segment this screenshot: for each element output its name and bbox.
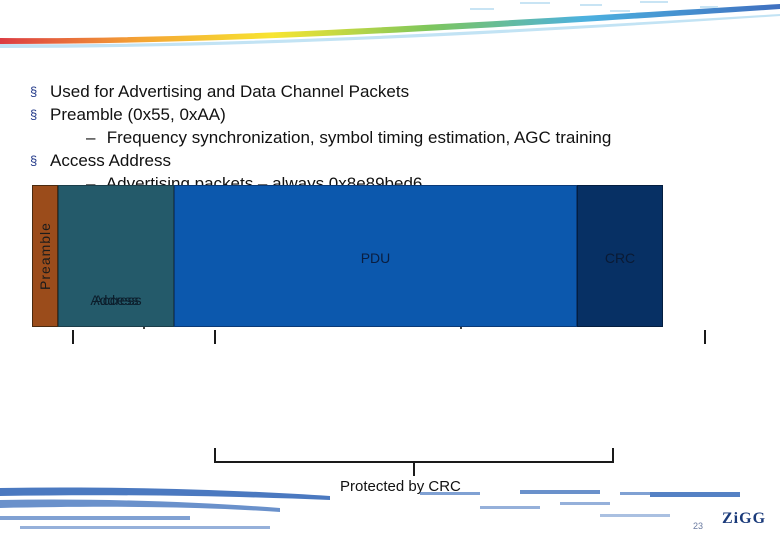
pdu-label: PDU <box>360 250 391 266</box>
bullet-item: § Used for Advertising and Data Channel … <box>30 80 770 103</box>
preamble-field: Preamble <box>32 185 58 327</box>
protected-by-crc-label: Protected by CRC <box>340 478 461 495</box>
company-logo: ZiGG <box>722 510 767 527</box>
sub-bullet-text: Frequency synchronization, symbol timing… <box>106 128 612 147</box>
header-rainbow-band <box>0 1 780 48</box>
sub-bullet-item: – Frequency synchronization, symbol timi… <box>30 126 770 149</box>
pdu-field: PDU <box>174 185 577 327</box>
page-number: 23 <box>693 521 704 531</box>
crc-field: CRC <box>577 185 663 327</box>
crc-label: CRC <box>604 250 636 266</box>
bullet-item: § Access Address <box>30 149 770 172</box>
sub-bullet-dash: – <box>86 174 96 193</box>
crc-coverage-bracket <box>214 448 614 463</box>
bullet-marker: § <box>30 84 38 99</box>
bullet-marker: § <box>30 107 38 122</box>
footer-decoration <box>0 487 740 529</box>
bullet-text: Preamble (0x55, 0xAA) <box>50 105 226 124</box>
access-address-line1: Access <box>93 292 139 308</box>
bullet-text: Access Address <box>50 151 171 170</box>
sub-bullet-dash: – <box>86 128 96 147</box>
bullet-text: Used for Advertising and Data Channel Pa… <box>50 82 410 101</box>
bullet-item: § Preamble (0x55, 0xAA) <box>30 103 770 126</box>
bullet-marker: § <box>30 153 38 168</box>
access-address-field: Access Address <box>58 185 174 327</box>
access-address-line2: Address <box>90 292 142 308</box>
